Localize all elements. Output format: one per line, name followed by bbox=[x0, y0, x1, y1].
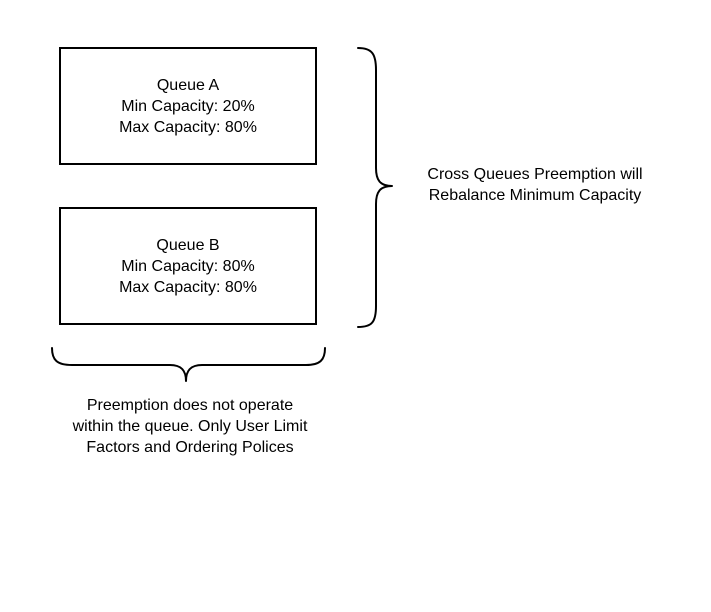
queue-a-box: Queue A Min Capacity: 20% Max Capacity: … bbox=[59, 47, 317, 165]
right-caption-line-2: Rebalance Minimum Capacity bbox=[428, 187, 642, 204]
bottom-caption-line-3: Factors and Ordering Polices bbox=[86, 439, 294, 456]
queue-b-name: Queue B bbox=[156, 236, 220, 254]
intra-queue-preemption-caption: Preemption does not operate within the q… bbox=[40, 395, 340, 458]
queue-b-max-capacity: Max Capacity: 80% bbox=[119, 278, 257, 296]
queue-a-name: Queue A bbox=[156, 76, 220, 94]
right-caption-line-1: Cross Queues Preemption will bbox=[427, 166, 643, 183]
queue-b-min-capacity: Min Capacity: 80% bbox=[121, 257, 255, 275]
bottom-curly-brace bbox=[51, 347, 326, 382]
queue-a-max-capacity: Max Capacity: 80% bbox=[119, 118, 257, 136]
cross-queue-preemption-caption: Cross Queues Preemption will Rebalance M… bbox=[405, 164, 665, 206]
queue-b-box: Queue B Min Capacity: 80% Max Capacity: … bbox=[59, 207, 317, 325]
bottom-caption-line-1: Preemption does not operate bbox=[86, 397, 294, 414]
right-curly-brace bbox=[357, 47, 393, 328]
queue-a-min-capacity: Min Capacity: 20% bbox=[121, 97, 255, 115]
bottom-caption-line-2: within the queue. Only User Limit bbox=[72, 418, 308, 435]
